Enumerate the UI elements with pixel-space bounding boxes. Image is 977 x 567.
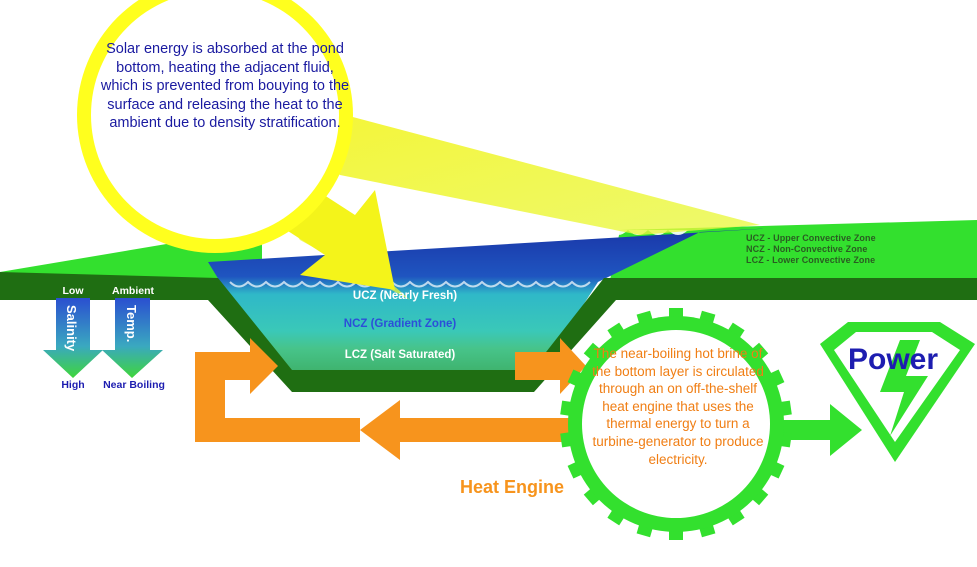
temperature-arrow bbox=[102, 298, 163, 378]
ground-right bbox=[610, 220, 977, 280]
return-loop-arrow bbox=[360, 400, 620, 460]
salinity-label: Salinity bbox=[64, 305, 79, 352]
legend-ncz: NCZ - Non-Convective Zone bbox=[746, 244, 868, 254]
upper-waves bbox=[408, 230, 700, 235]
temperature-bottom-label: Near Boiling bbox=[103, 379, 165, 391]
middle-waves bbox=[229, 280, 591, 288]
zone-lcz-label: LCZ (Salt Saturated) bbox=[344, 349, 456, 361]
power-output-arrow bbox=[770, 404, 862, 456]
zone-ucz-label: UCZ (Nearly Fresh) bbox=[352, 290, 458, 302]
legend-lcz: LCZ - Lower Convective Zone bbox=[746, 255, 876, 265]
sun-beam bbox=[270, 95, 760, 235]
zone-ncz-label: NCZ (Gradient Zone) bbox=[343, 318, 457, 330]
salinity-bottom-label: High bbox=[61, 379, 85, 391]
temperature-top-label: Ambient bbox=[112, 285, 154, 297]
power-label: Power bbox=[848, 343, 939, 376]
embankment bbox=[0, 272, 977, 392]
heat-engine-title: Heat Engine bbox=[460, 477, 565, 497]
legend-ucz: UCZ - Upper Convective Zone bbox=[746, 233, 876, 243]
salinity-top-label: Low bbox=[62, 285, 84, 297]
heat-engine-description: The near-boiling hot brine of the bottom… bbox=[592, 346, 764, 467]
sun-description: Solar energy is absorbed at the pond bot… bbox=[100, 41, 350, 132]
sun-inner bbox=[91, 0, 339, 239]
return-left-loop bbox=[195, 338, 360, 442]
temperature-label: Temp. bbox=[124, 305, 139, 343]
heat-engine-inner bbox=[582, 330, 770, 518]
salinity-arrow bbox=[43, 298, 103, 378]
lightning-bolt-icon bbox=[880, 340, 928, 436]
hot-brine-outflow-arrow bbox=[515, 338, 586, 394]
